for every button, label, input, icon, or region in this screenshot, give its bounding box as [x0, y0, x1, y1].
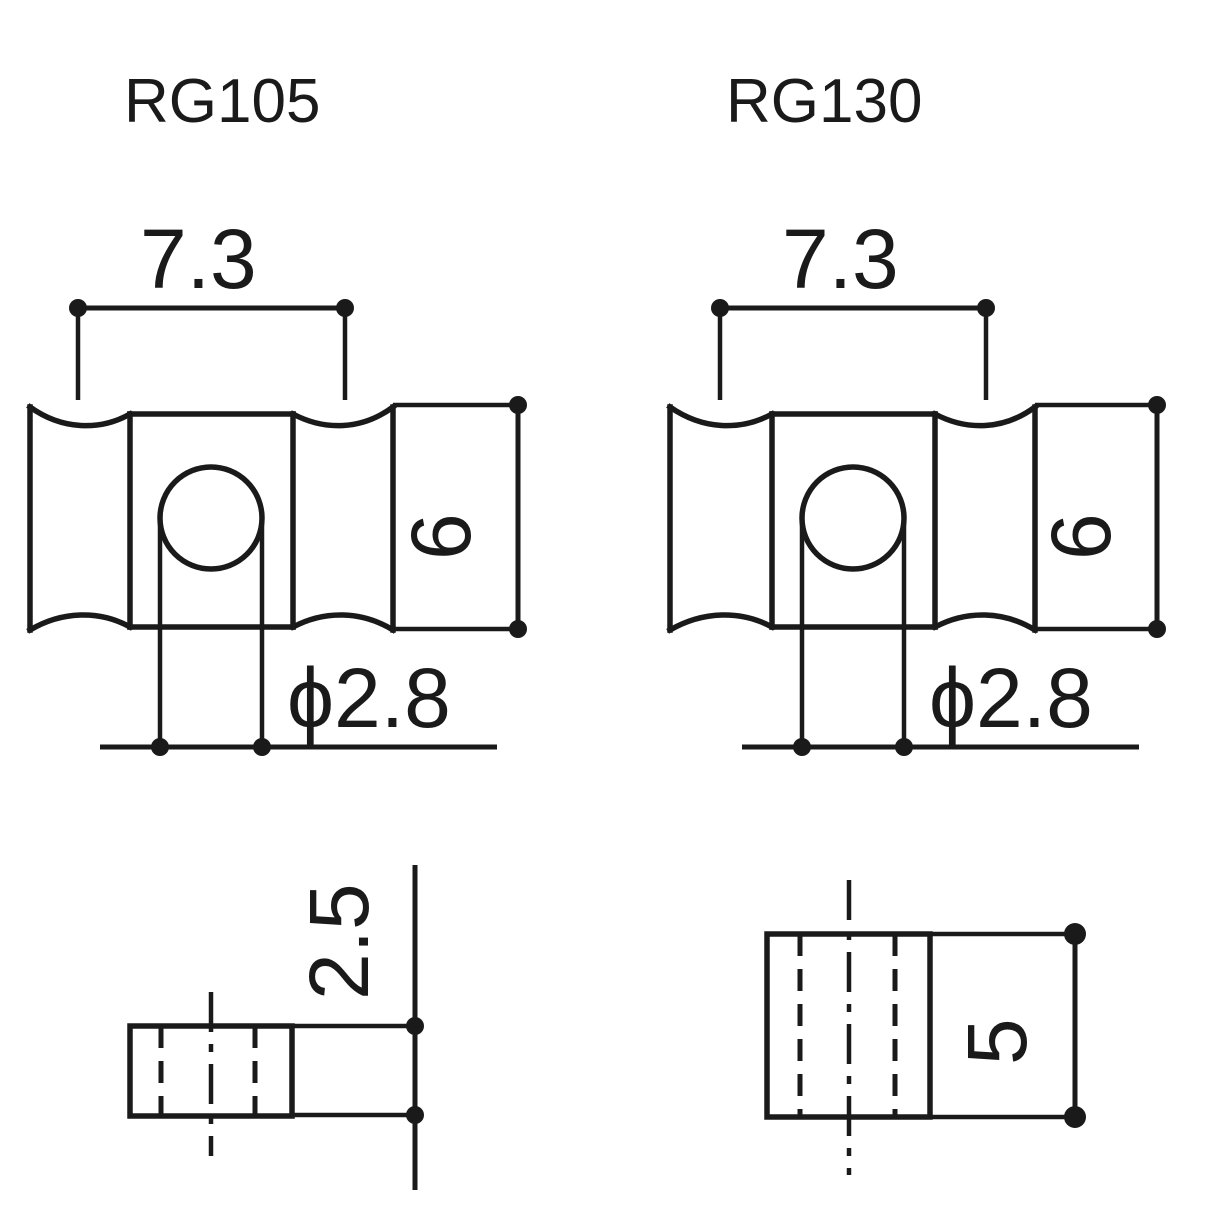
hole-circle-rg105	[157, 464, 265, 572]
dim-dot-rg105-hole-right	[253, 738, 271, 756]
dim-dot-rg130-depth-bottom	[1064, 1106, 1086, 1128]
rg130-front-view: 7.3 6	[666, 212, 1166, 756]
dim-dot-rg105-hole-left	[151, 738, 169, 756]
dim-dot-rg130-hole-left	[793, 738, 811, 756]
body-break-bottom-left-rg130	[666, 612, 776, 634]
part-title-rg130: RG130	[726, 67, 922, 136]
body-break-top-right-rg130	[931, 403, 1039, 429]
dim-dot-rg105-depth-top	[406, 1017, 424, 1035]
dim-label-rg130-height: 6	[1034, 513, 1128, 560]
dim-label-rg130-width: 7.3	[782, 212, 899, 306]
dim-dot-rg130-depth-top	[1064, 923, 1086, 945]
body-break-bottom-right-rg130	[931, 612, 1039, 634]
body-break-top-right-rg105	[289, 403, 397, 429]
body-break-bottom-left-rg105	[26, 612, 134, 634]
dim-dot-rg130-height-bottom	[1148, 620, 1166, 638]
dim-dot-rg105-height-top	[509, 396, 527, 414]
dim-label-rg130-depth: 5	[950, 1018, 1044, 1065]
part-title-rg105: RG105	[124, 67, 320, 136]
dim-dot-rg105-height-bottom	[509, 620, 527, 638]
dim-label-rg105-width: 7.3	[140, 212, 257, 306]
rg130-side-view: 5	[764, 880, 1086, 1175]
dim-dot-rg130-hole-right	[895, 738, 913, 756]
dim-label-rg105-hole: ϕ2.8	[287, 651, 451, 745]
dim-dot-rg130-height-top	[1148, 396, 1166, 414]
rg105-side-view: 2.5	[127, 865, 424, 1190]
dim-dot-rg105-depth-bottom	[406, 1106, 424, 1124]
rg105-front-view: 7.3	[26, 212, 527, 756]
body-break-top-left-rg130	[666, 403, 776, 429]
dim-label-rg130-hole: ϕ2.8	[929, 651, 1093, 745]
dim-label-rg105-depth: 2.5	[292, 883, 386, 1000]
body-break-top-left-rg105	[26, 403, 134, 429]
hole-circle-rg130	[799, 464, 907, 572]
dim-label-rg105-height: 6	[394, 513, 488, 560]
body-break-bottom-right-rg105	[289, 612, 397, 634]
